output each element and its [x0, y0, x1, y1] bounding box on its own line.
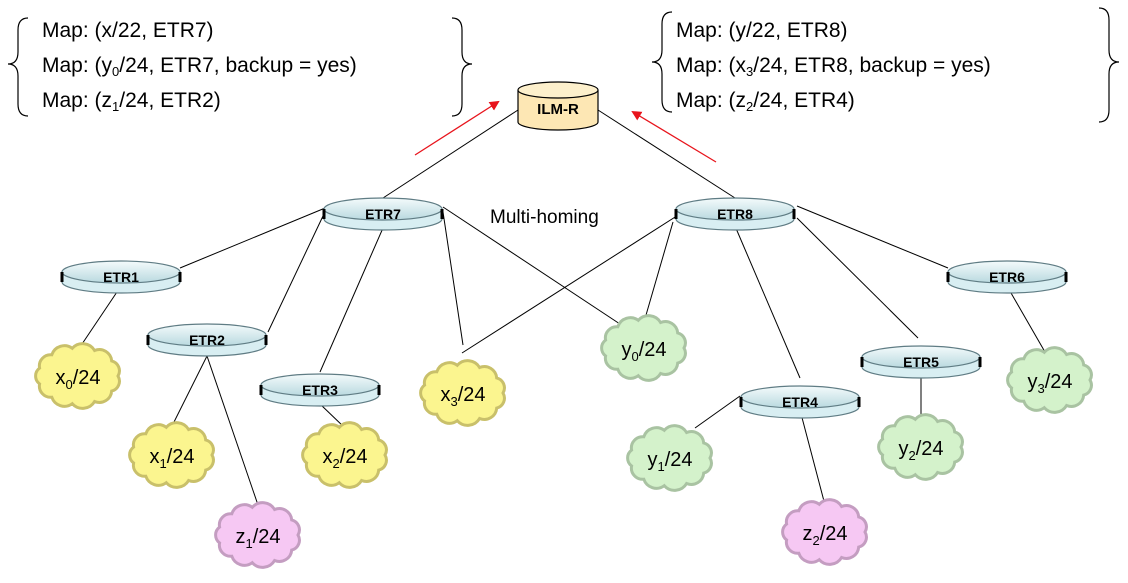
- prefix-label: y3/24: [1027, 371, 1072, 396]
- left-map-entry: Map: (z1/24, ETR2): [42, 89, 221, 114]
- router-etr6: ETR6: [946, 260, 1068, 294]
- router-label: ETR6: [989, 269, 1025, 285]
- prefix-cloud-x1: x1/24: [128, 421, 215, 489]
- link-etr7-y0: [442, 206, 627, 329]
- link-etr8-y0: [643, 221, 674, 323]
- router-label: ETR4: [782, 394, 818, 410]
- link-etr8-x3: [461, 211, 684, 354]
- prefix-label: x2/24: [322, 446, 367, 471]
- left-map-entry: Map: (x/22, ETR7): [42, 19, 214, 42]
- link-etr7-etr2: [267, 215, 324, 333]
- request-arrow-left: [414, 100, 500, 156]
- prefix-label: x0/24: [55, 367, 100, 392]
- link-etr4-y1: [694, 395, 741, 429]
- router-etr2: ETR2: [146, 323, 268, 357]
- router-etr4: ETR4: [739, 385, 861, 419]
- link-etr2-x1: [169, 355, 208, 431]
- link-etr8-etr4: [734, 225, 801, 379]
- right-map-open-brace: [651, 11, 673, 113]
- link-etr8-etr5: [796, 217, 919, 339]
- link-etr8-etr6: [796, 205, 949, 269]
- link-etr1-x0: [77, 285, 122, 351]
- prefix-label: x3/24: [440, 384, 485, 409]
- prefix-label: y0/24: [621, 339, 666, 364]
- right-map-list: Map: (y/22, ETR8) Map: (x3/24, ETR8, bac…: [676, 13, 991, 118]
- prefix-label: x1/24: [149, 446, 194, 471]
- router-etr5: ETR5: [860, 345, 982, 379]
- prefix-cloud-z1: z1/24: [214, 501, 301, 569]
- router-label: ETR5: [903, 354, 939, 370]
- left-map-entry: Map: (y0/24, ETR7, backup = yes): [42, 54, 357, 79]
- link-etr2-z1: [206, 355, 259, 506]
- router-etr8: ETR8: [674, 197, 796, 231]
- prefix-cloud-y1: y1/24: [626, 424, 713, 492]
- prefix-cloud-x2: x2/24: [301, 421, 388, 489]
- prefix-label: z1/24: [235, 526, 280, 551]
- link-ilmr-etr8: [597, 109, 736, 199]
- prefix-label: y2/24: [898, 438, 943, 463]
- link-ilmr-etr7: [382, 109, 519, 199]
- prefix-cloud-z2: z2/24: [781, 498, 868, 566]
- right-map-close-brace: [1098, 7, 1120, 123]
- prefix-label: z2/24: [802, 523, 847, 548]
- link-etr7-x3: [442, 211, 464, 346]
- multi-homing-label: Multi-homing: [490, 207, 599, 228]
- right-map-entry: Map: (x3/24, ETR8, backup = yes): [676, 54, 991, 79]
- prefix-cloud-x0: x0/24: [34, 342, 121, 410]
- link-etr7-etr3: [319, 227, 384, 373]
- right-map-entry: Map: (z2/24, ETR4): [676, 89, 855, 114]
- router-etr1: ETR1: [60, 260, 182, 294]
- left-map-close-brace: [451, 17, 473, 117]
- router-etr7: ETR7: [322, 197, 444, 231]
- link-etr6-y3: [1006, 285, 1046, 353]
- router-label: ETR3: [302, 382, 338, 398]
- prefix-cloud-y0: y0/24: [600, 314, 687, 382]
- ilm-r-label: ILM-R: [537, 101, 579, 118]
- ilm-r-resolver: ILM-R: [517, 81, 599, 131]
- right-map-entry: Map: (y/22, ETR8): [676, 19, 848, 42]
- link-etr4-z2: [799, 409, 826, 506]
- router-label: ETR8: [717, 206, 753, 222]
- prefix-cloud-y3: y3/24: [1006, 346, 1093, 414]
- router-etr3: ETR3: [259, 373, 381, 407]
- request-arrow-right: [631, 110, 717, 163]
- prefix-cloud-x3: x3/24: [419, 359, 506, 427]
- left-map-open-brace: [7, 17, 29, 117]
- prefix-cloud-y2: y2/24: [877, 413, 964, 481]
- left-map-list: Map: (x/22, ETR7) Map: (y0/24, ETR7, bac…: [42, 13, 357, 118]
- prefix-label: y1/24: [647, 449, 692, 474]
- router-label: ETR1: [103, 269, 139, 285]
- router-label: ETR7: [365, 206, 401, 222]
- link-etr7-etr1: [179, 205, 331, 269]
- router-label: ETR2: [189, 332, 225, 348]
